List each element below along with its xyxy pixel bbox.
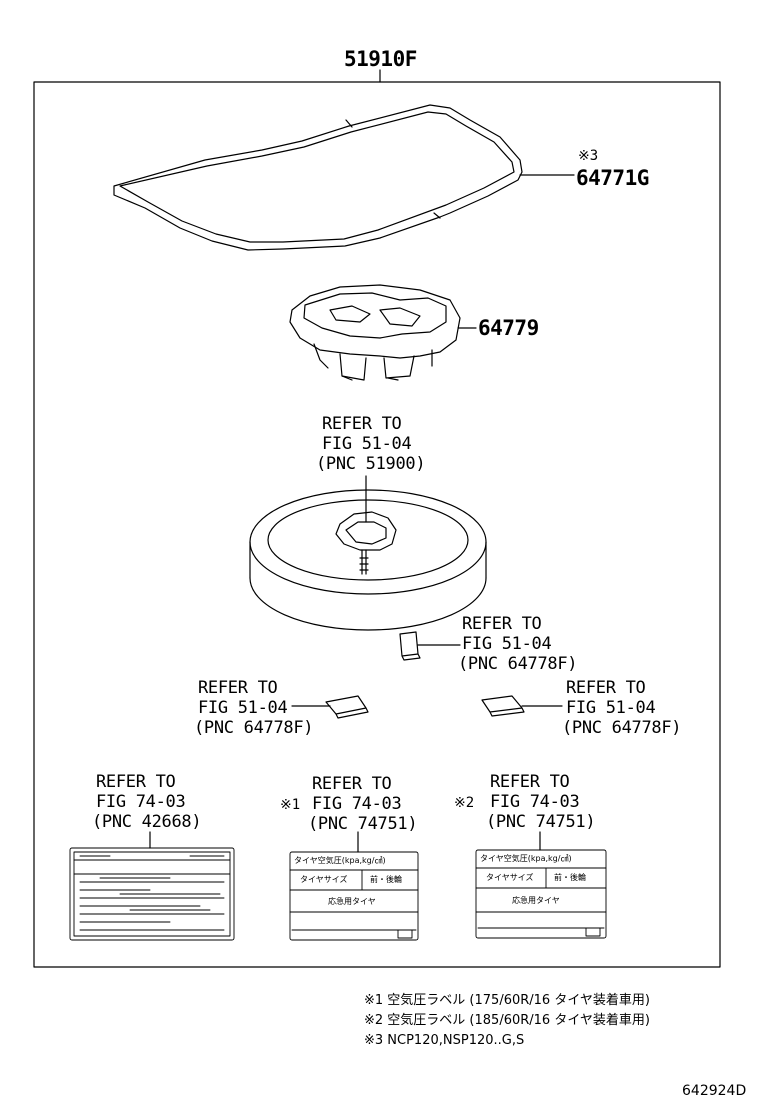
spare-tire-ref-line2[interactable]: FIG 51-04 bbox=[322, 434, 412, 454]
item-right-ref-line3: (PNC 64778F) bbox=[562, 718, 682, 738]
label-card-2 bbox=[289, 851, 419, 941]
label-1-ref-line3: (PNC 42668) bbox=[92, 812, 202, 832]
spare-tire-ref-line1: REFER TO bbox=[322, 414, 402, 434]
label-card-2-col2: 前・後輪 bbox=[370, 875, 402, 884]
item-left-ref-line3: (PNC 64778F) bbox=[194, 718, 314, 738]
spare-tire-illustration bbox=[249, 489, 487, 631]
assembly-frame bbox=[33, 81, 721, 968]
label-3-ref-line3: (PNC 74751) bbox=[486, 812, 596, 832]
assembly-part-number[interactable]: 51910F bbox=[344, 47, 417, 71]
label-3-mark: ※2 bbox=[454, 795, 475, 811]
item-left-ref-line2[interactable]: FIG 51-04 bbox=[198, 698, 288, 718]
label-1-ref-line2[interactable]: FIG 74-03 bbox=[96, 792, 186, 812]
note-3: ※3 NCP120,NSP120..G,S bbox=[364, 1033, 525, 1048]
label-card-3-col2: 前・後輪 bbox=[554, 873, 586, 882]
tool-tray-part-number[interactable]: 64779 bbox=[478, 316, 539, 340]
label-card-2-col1: タイヤサイズ bbox=[300, 875, 348, 884]
item-upper-ref-line3: (PNC 64778F) bbox=[458, 654, 578, 674]
label-1-ref-line1: REFER TO bbox=[96, 772, 176, 792]
deck-board-illustration bbox=[113, 104, 523, 251]
deck-board-part-number[interactable]: 64771G bbox=[576, 166, 649, 190]
item-upper-ref-line2[interactable]: FIG 51-04 bbox=[462, 634, 552, 654]
note-2: ※2 空気圧ラベル (185/60R/16 タイヤ装着車用) bbox=[364, 1013, 651, 1028]
label-card-3-col1: タイヤサイズ bbox=[486, 873, 534, 882]
label-card-2-title: タイヤ空気圧(kpa,kg/㎠) bbox=[294, 856, 386, 865]
label-card-3-title: タイヤ空気圧(kpa,kg/㎠) bbox=[480, 854, 572, 863]
label-card-2-row: 応急用タイヤ bbox=[328, 897, 376, 906]
label-card-3 bbox=[475, 849, 607, 939]
item-left-ref-line1: REFER TO bbox=[198, 678, 278, 698]
spare-tire-ref-line3: (PNC 51900) bbox=[316, 454, 426, 474]
label-3-ref-line2[interactable]: FIG 74-03 bbox=[490, 792, 580, 812]
label-2-mark: ※1 bbox=[280, 797, 301, 813]
tire-item-right bbox=[481, 695, 525, 717]
drawing-id: 642924D bbox=[682, 1083, 747, 1099]
item-right-ref-line2[interactable]: FIG 51-04 bbox=[566, 698, 656, 718]
label-card-3-row: 応急用タイヤ bbox=[512, 896, 560, 905]
tire-item-upper bbox=[399, 631, 421, 661]
tire-item-left bbox=[325, 695, 369, 719]
tool-tray-illustration bbox=[289, 284, 461, 381]
label-2-ref-line2[interactable]: FIG 74-03 bbox=[312, 794, 402, 814]
label-2-ref-line1: REFER TO bbox=[312, 774, 392, 794]
deck-board-mark: ※3 bbox=[578, 148, 599, 164]
label-2-ref-line3: (PNC 74751) bbox=[308, 814, 418, 834]
item-right-ref-line1: REFER TO bbox=[566, 678, 646, 698]
label-3-ref-line1: REFER TO bbox=[490, 772, 570, 792]
note-1: ※1 空気圧ラベル (175/60R/16 タイヤ装着車用) bbox=[364, 993, 651, 1008]
item-upper-ref-line1: REFER TO bbox=[462, 614, 542, 634]
label-card-1 bbox=[69, 847, 235, 941]
